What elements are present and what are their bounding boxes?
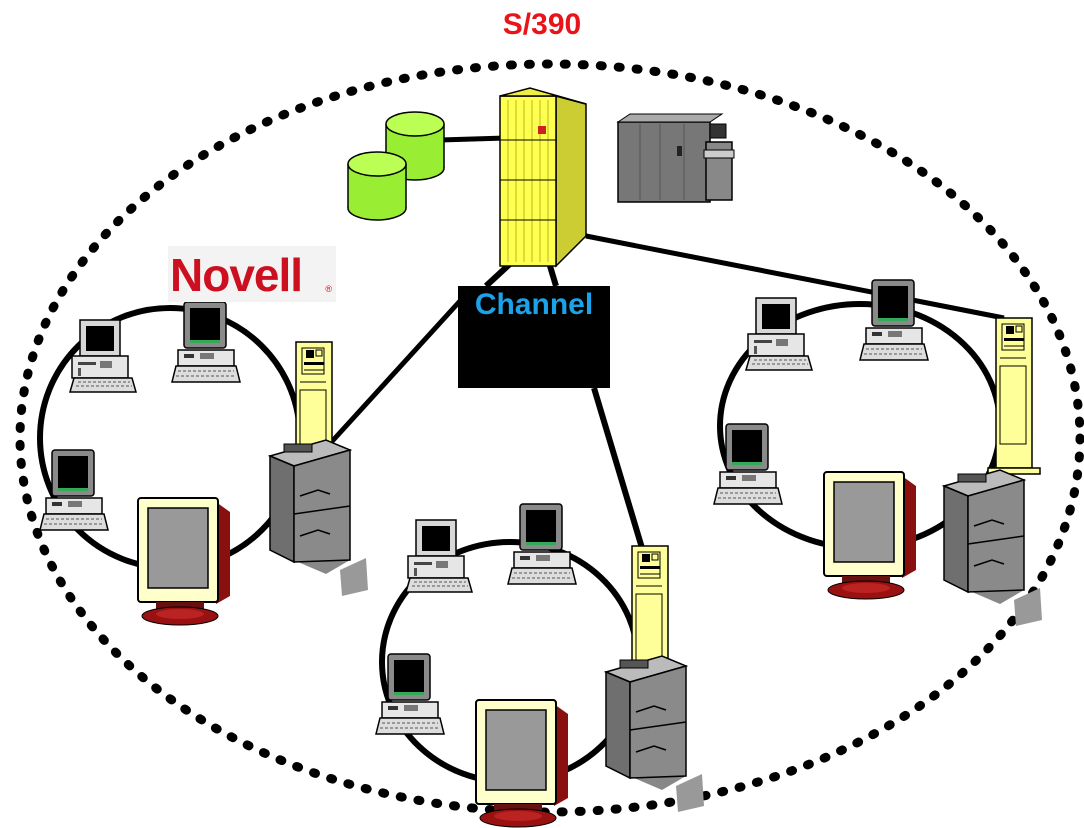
logo: Novell ® [168, 246, 336, 302]
channel-label: Channel [474, 288, 594, 321]
channel-box: Channel [458, 286, 610, 388]
s390-boundary [15, 59, 1084, 817]
pc-icon [745, 297, 813, 371]
printer-icon [943, 469, 1043, 627]
mainframe-icon [499, 87, 587, 268]
disk-link [439, 135, 507, 143]
tape-unit-icon [616, 113, 735, 203]
disk-storage-icon [347, 151, 407, 221]
terminal-icon [171, 301, 241, 383]
gateway-icon [987, 317, 1041, 475]
monitor-icon [823, 471, 917, 600]
diagram-title: S/390 [502, 8, 582, 41]
pc-icon [69, 319, 137, 393]
printer-icon [605, 655, 705, 813]
channel-to-mainframe-link-2 [547, 265, 559, 287]
registered-mark: ® [325, 284, 332, 294]
pc-icon [405, 519, 473, 593]
mainframe-to-right-gateway-link [585, 233, 1005, 321]
channel-to-left-gateway-link [324, 288, 472, 450]
channel-to-center-gateway-link [591, 387, 645, 549]
monitor-icon [137, 497, 231, 626]
logo-text: Novell [170, 249, 303, 301]
printer-icon [269, 439, 369, 597]
